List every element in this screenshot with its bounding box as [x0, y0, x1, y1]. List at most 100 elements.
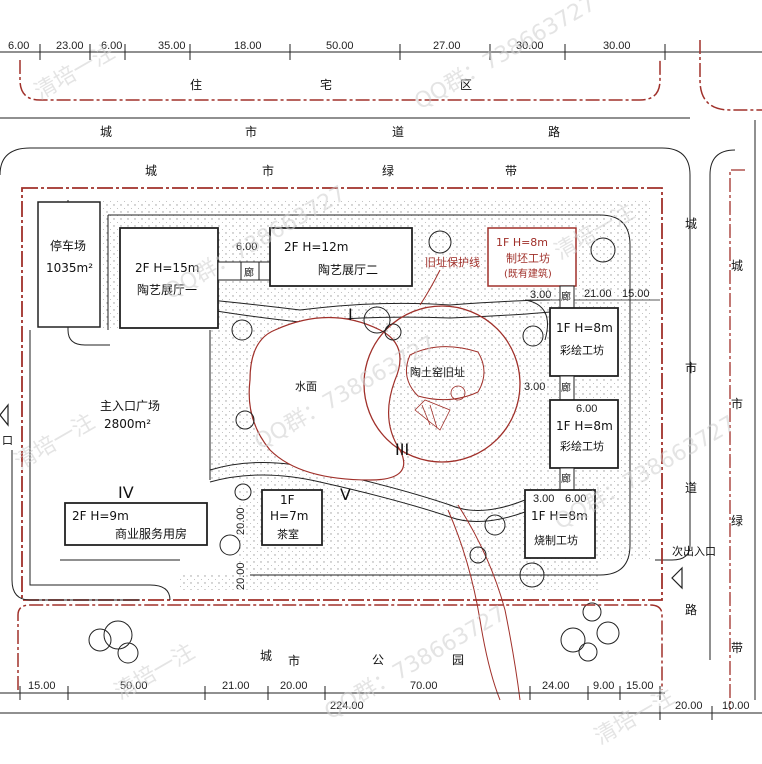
park-boundary — [17, 604, 663, 690]
city-green-top-label: 城 市 绿 带 — [145, 163, 517, 178]
green-top-char-2: 绿 — [382, 163, 394, 178]
bottom-dimension-labels: 15.00 50.00 21.00 20.00 70.00 24.00 9.00… — [28, 680, 750, 712]
ruins-protection-circle — [363, 305, 521, 463]
hall1-name: 陶艺展厅一 — [137, 282, 197, 297]
main-plaza-area: 2800m² — [104, 417, 151, 431]
zone-IV: IV — [118, 483, 134, 502]
residential-boundary-right — [699, 40, 762, 111]
watermark-text-4: 清培一注 — [11, 410, 100, 476]
zone-V: V — [340, 485, 351, 504]
dim-3-a: 3.00 — [530, 289, 551, 301]
road-right-char-3: 路 — [685, 602, 697, 617]
dim-15: 15.00 — [622, 288, 650, 300]
bottom-dim-5: 24.00 — [542, 680, 570, 692]
road-top-char-0: 城 — [100, 125, 112, 139]
kiln-ruins-outline — [405, 346, 485, 401]
clay-floors: 1F H=8m — [496, 236, 548, 249]
residential-area-label: 住 宅 区 — [190, 77, 472, 92]
top-dim-5: 50.00 — [326, 40, 354, 52]
green-top-char-3: 带 — [505, 164, 517, 178]
dim-3-b: 3.00 — [524, 381, 545, 393]
top-dim-8: 30.00 — [603, 40, 631, 52]
commercial-name: 商业服务用房 — [115, 526, 187, 541]
corridor-hall-cell — [240, 261, 260, 281]
main-plaza-label: 主入口广场 — [100, 399, 160, 413]
paint1-name: 彩绘工坊 — [560, 343, 604, 357]
tea-room — [261, 489, 323, 546]
pottery-hall-2 — [269, 227, 413, 287]
dim-6-b: 6.00 — [576, 403, 597, 415]
bottom-right-dim-0: 20.00 — [675, 700, 703, 712]
city-green-right-label: 城 市 绿 带 — [731, 259, 743, 655]
ruins-line-leader — [419, 269, 441, 306]
dim-6-hall: 6.00 — [236, 241, 257, 253]
water-label: 水面 — [295, 380, 317, 393]
bottom-dimension-chain — [0, 686, 762, 720]
parking-area: 1035m² — [46, 261, 93, 275]
parking-label: 停车场 — [50, 238, 86, 253]
road-top-char-1: 市 — [245, 124, 257, 139]
dim-3-c: 3.00 — [533, 493, 554, 505]
paint1-floors: 1F H=8m — [556, 321, 613, 335]
tea-name: 茶室 — [277, 527, 299, 541]
trees — [88, 230, 620, 664]
residential-char-0: 住 — [190, 78, 202, 92]
green-belt-right-boundary — [729, 169, 745, 710]
park-char-3: 园 — [452, 653, 464, 667]
bottom-dim-7: 15.00 — [626, 680, 654, 692]
road-top-char-2: 道 — [392, 125, 404, 139]
zone-III: III — [395, 440, 409, 459]
paint-workshop-2 — [549, 399, 619, 469]
green-right-char-3: 带 — [731, 641, 743, 655]
residential-char-2: 区 — [460, 78, 472, 92]
park-char-0: 城 — [260, 649, 272, 663]
main-entrance-label: 口 — [2, 434, 13, 447]
road-top-char-3: 路 — [548, 124, 560, 139]
secondary-entrance-label: 次出入口 — [672, 544, 716, 558]
tea-height: H=7m — [270, 509, 308, 523]
bottom-dim-0: 15.00 — [28, 680, 56, 692]
tea-floors: 1F — [280, 493, 295, 507]
green-right-char-1: 市 — [731, 396, 743, 411]
park-char-2: 公 — [372, 653, 384, 667]
top-dim-6: 27.00 — [433, 40, 461, 52]
clay-existing: (既有建筑) — [504, 267, 552, 280]
clay-name: 制坯工坊 — [506, 251, 550, 265]
road-right-char-0: 城 — [685, 217, 697, 231]
bottom-dim-2: 21.00 — [222, 680, 250, 692]
city-road-top-label: 城 市 道 路 — [100, 124, 560, 139]
paint-workshop-1 — [549, 307, 619, 377]
fire-name: 烧制工坊 — [534, 533, 578, 547]
top-dim-4: 18.00 — [234, 40, 262, 52]
bottom-right-dim-1: 10.00 — [722, 700, 750, 712]
hall1-floors: 2F H=15m — [135, 261, 199, 275]
commercial-floors: 2F H=9m — [72, 509, 129, 523]
residential-boundary — [19, 60, 661, 101]
clay-workshop — [487, 227, 577, 287]
green-right-char-0: 城 — [731, 259, 743, 273]
hall2-floors: 2F H=12m — [284, 240, 348, 254]
bottom-dim-6: 9.00 — [593, 680, 614, 692]
secondary-entrance-arrow-icon — [671, 566, 683, 590]
city-road-right-label: 城 市 道 路 — [685, 217, 697, 617]
parking-lot — [37, 201, 101, 328]
road-edge-right-2 — [709, 149, 736, 660]
fire-floors: 1F H=8m — [531, 509, 588, 523]
green-right-char-2: 绿 — [731, 513, 743, 528]
paint2-name: 彩绘工坊 — [560, 439, 604, 453]
park-path-2 — [457, 504, 521, 701]
corridor-clay-label: 廊 — [561, 290, 571, 303]
top-dimension-labels: 6.00 23.00 6.00 35.00 18.00 50.00 27.00 … — [8, 40, 631, 52]
corridor-hall-label: 廊 — [244, 266, 254, 279]
top-dim-7: 30.00 — [516, 40, 544, 52]
residential-char-1: 宅 — [320, 77, 332, 92]
watermark-text-2: QQ群：738663727 — [411, 0, 601, 115]
hall2-name: 陶艺展厅二 — [318, 262, 378, 277]
road-right-char-1: 市 — [685, 360, 697, 375]
road-edge-right-1 — [655, 175, 691, 561]
park-char-1: 市 — [288, 653, 300, 668]
bottom-dim-4: 70.00 — [410, 680, 438, 692]
top-dim-2: 6.00 — [101, 40, 122, 52]
top-dim-0: 6.00 — [8, 40, 29, 52]
